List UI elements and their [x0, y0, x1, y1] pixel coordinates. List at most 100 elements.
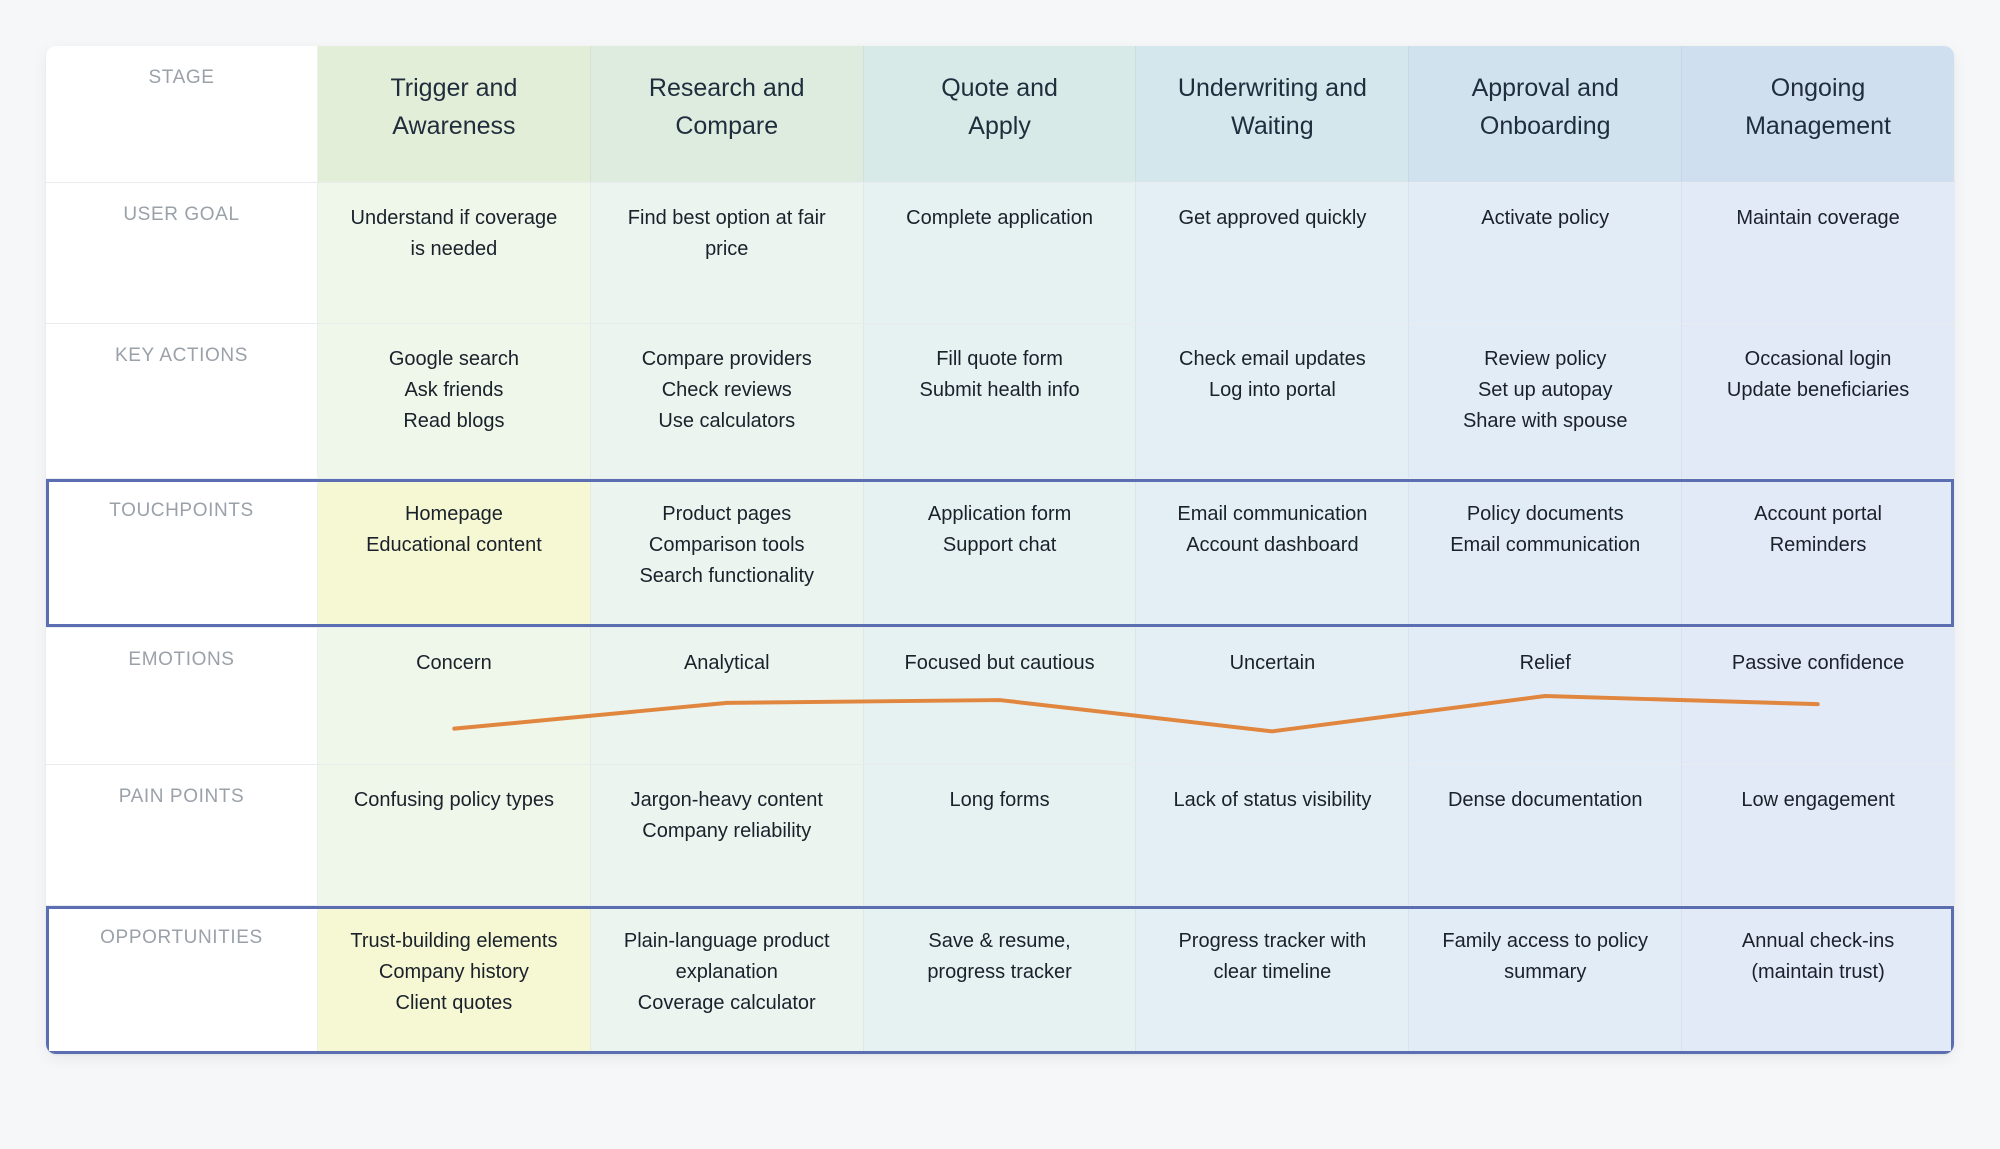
- row-label-key-actions: KEY ACTIONS: [115, 345, 248, 366]
- stage-title-line: Onboarding: [1479, 112, 1611, 140]
- cell-opportunities-stage-3: Save & resume, progress tracker: [862, 906, 1136, 1054]
- cell-text: Jargon-heavy content: [630, 789, 823, 811]
- cell-text: Relief: [1519, 652, 1571, 674]
- cell-emotions-stage-6: Passive confidence: [1681, 628, 1954, 764]
- cell-user-goal-stage-2: Find best option at fair price: [589, 183, 863, 323]
- cell-text: Confusing policy types: [353, 789, 554, 811]
- row-label-cell-key-actions: KEY ACTIONS: [46, 324, 318, 478]
- cell-user-goal-stage-3: Complete application: [862, 183, 1136, 323]
- row-label-cell-user-goal: USER GOAL: [46, 183, 318, 323]
- cell-text: Plain-language product explanation: [623, 930, 830, 983]
- cell-text: Compare providers: [641, 348, 812, 370]
- cell-emotions-stage-2: Analytical: [589, 628, 863, 764]
- cell-text: Long forms: [949, 789, 1050, 811]
- stage-title-line: Compare: [675, 112, 779, 140]
- cell-text: Read blogs: [403, 410, 505, 432]
- stage-title-line: Underwriting and: [1177, 74, 1367, 102]
- cell-text: Account dashboard: [1186, 534, 1359, 556]
- cell-text: Company history: [378, 961, 529, 983]
- cell-text: Account portal: [1754, 503, 1882, 525]
- cell-text: Set up autopay: [1477, 379, 1613, 401]
- cell-text: Maintain coverage: [1736, 207, 1900, 229]
- cell-text: Educational content: [366, 534, 542, 556]
- cell-pain-points-stage-6: Low engagement: [1681, 765, 1954, 905]
- stage-title-line: Waiting: [1231, 112, 1314, 140]
- cell-text: Email communication: [1450, 534, 1641, 556]
- cell-text: Support chat: [942, 534, 1057, 556]
- stage-title-line: Awareness: [392, 112, 516, 140]
- cell-opportunities-stage-6: Annual check-ins (maintain trust): [1681, 906, 1954, 1054]
- cell-text: Submit health info: [919, 379, 1080, 401]
- cell-emotions-stage-4: Uncertain: [1135, 628, 1409, 764]
- cell-text: Occasional login: [1744, 348, 1892, 370]
- cell-text: Uncertain: [1229, 652, 1316, 674]
- cell-user-goal-stage-1: Understand if coverage is needed: [318, 183, 590, 323]
- cell-text: Update beneficiaries: [1726, 379, 1910, 401]
- row-label-touchpoints: TOUCHPOINTS: [109, 500, 254, 521]
- cell-opportunities-stage-5: Family access to policy summary: [1408, 906, 1682, 1054]
- cell-text: Trust-building elements: [350, 930, 558, 952]
- stage-title-line: Apply: [968, 112, 1031, 140]
- cell-text: Progress tracker with clear timeline: [1178, 930, 1367, 983]
- cell-emotions-stage-3: Focused but cautious: [862, 628, 1136, 764]
- cell-pain-points-stage-5: Dense documentation: [1408, 765, 1682, 905]
- cell-text: Reminders: [1769, 534, 1867, 556]
- cell-text: Check email updates: [1179, 348, 1366, 370]
- row-label-user-goal: USER GOAL: [123, 204, 240, 225]
- cell-text: Search functionality: [639, 565, 815, 587]
- cell-text: Email communication: [1177, 503, 1368, 525]
- cell-text: Annual check-ins (maintain trust): [1741, 930, 1895, 983]
- cell-text: Get approved quickly: [1178, 207, 1367, 229]
- stage-title-line: Management: [1745, 112, 1892, 140]
- cell-text: Log into portal: [1209, 379, 1336, 401]
- cell-text: Homepage: [404, 503, 503, 525]
- row-label-pain-points: PAIN POINTS: [118, 786, 245, 807]
- cell-text: Low engagement: [1741, 789, 1895, 811]
- cell-text: Save & resume, progress tracker: [927, 930, 1072, 983]
- cell-text: Find best option at fair price: [627, 207, 826, 260]
- cell-text: Coverage calculator: [637, 992, 816, 1014]
- cell-text: Fill quote form: [936, 348, 1063, 370]
- cell-text: Focused but cautious: [904, 652, 1095, 674]
- stage-title-line: Quote and: [941, 74, 1058, 102]
- cell-pain-points-stage-3: Long forms: [862, 765, 1136, 905]
- row-label-cell-emotions: EMOTIONS: [46, 628, 318, 764]
- row-pain-points: PAIN POINTS Confusing policy types Jargon-…: [46, 764, 1954, 905]
- stage-title-line: Ongoing: [1770, 74, 1866, 102]
- cell-text: Policy documents: [1466, 503, 1624, 525]
- row-label-opportunities: OPPORTUNITIES: [100, 927, 263, 948]
- cell-text: Product pages: [662, 503, 792, 525]
- cell-text: Understand if coverage is needed: [350, 207, 558, 260]
- cell-text: Comparison tools: [648, 534, 805, 556]
- row-label-cell-touchpoints: TOUCHPOINTS: [46, 479, 318, 627]
- row-label-cell-pain-points: PAIN POINTS: [46, 765, 318, 905]
- cell-pain-points-stage-4: Lack of status visibility: [1135, 765, 1409, 905]
- cell-text: Google search: [388, 348, 519, 370]
- cell-text: Client quotes: [395, 992, 513, 1014]
- cell-emotions-stage-5: Relief: [1408, 628, 1682, 764]
- cell-text: Family access to policy summary: [1442, 930, 1649, 983]
- cell-text: Check reviews: [661, 379, 792, 401]
